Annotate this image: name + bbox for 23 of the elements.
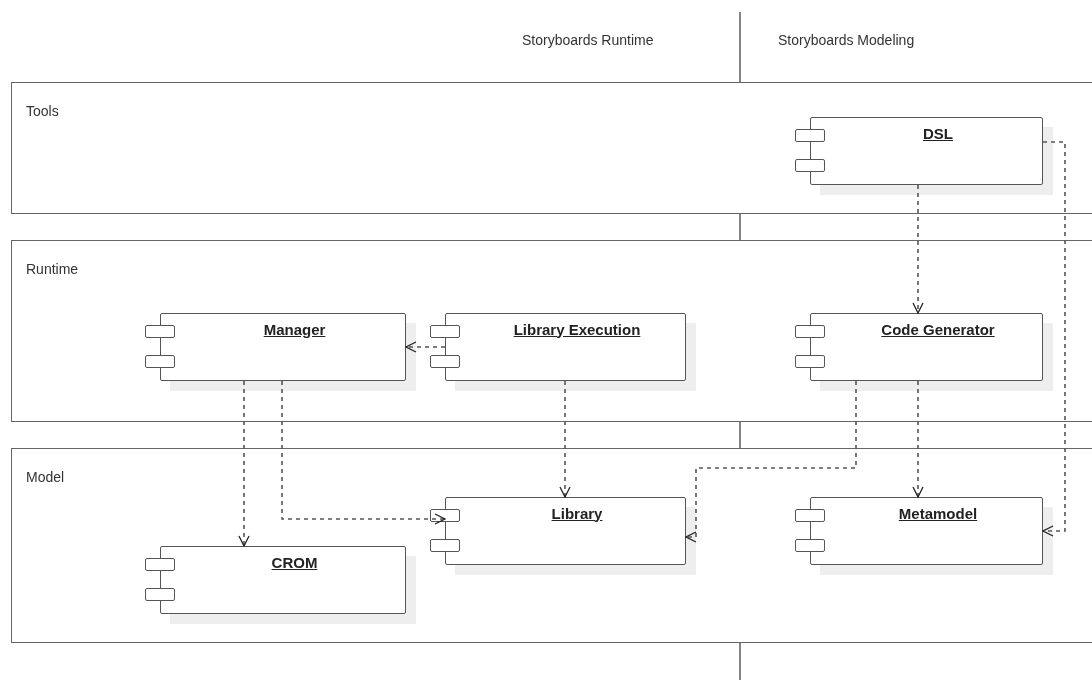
component-name: Metamodel xyxy=(897,504,979,522)
dependency-arrow xyxy=(1042,141,1066,537)
dependency-arrow xyxy=(685,380,857,543)
layer-title: Model xyxy=(26,469,65,485)
component-name: CROM xyxy=(270,553,319,571)
dependency-arrow xyxy=(281,380,446,525)
dependency-arrow xyxy=(238,380,250,547)
layer-title: Runtime xyxy=(26,261,79,277)
layer-band xyxy=(11,240,1092,422)
column-heading: Storyboards Modeling xyxy=(778,32,915,48)
layer-band xyxy=(11,448,1092,643)
dependency-arrow xyxy=(559,380,571,498)
component-name: Manager xyxy=(262,320,327,338)
layer-band xyxy=(11,82,1092,214)
layer-title: Tools xyxy=(26,103,59,119)
dependency-arrow xyxy=(405,341,446,353)
dependency-arrow xyxy=(912,184,924,314)
dependency-arrow xyxy=(912,380,924,498)
component-name: DSL xyxy=(922,124,954,142)
column-heading: Storyboards Runtime xyxy=(522,32,654,48)
component-name: Code Generator xyxy=(880,320,996,338)
component-name: Library Execution xyxy=(512,320,642,338)
component-name: Library xyxy=(550,504,604,522)
